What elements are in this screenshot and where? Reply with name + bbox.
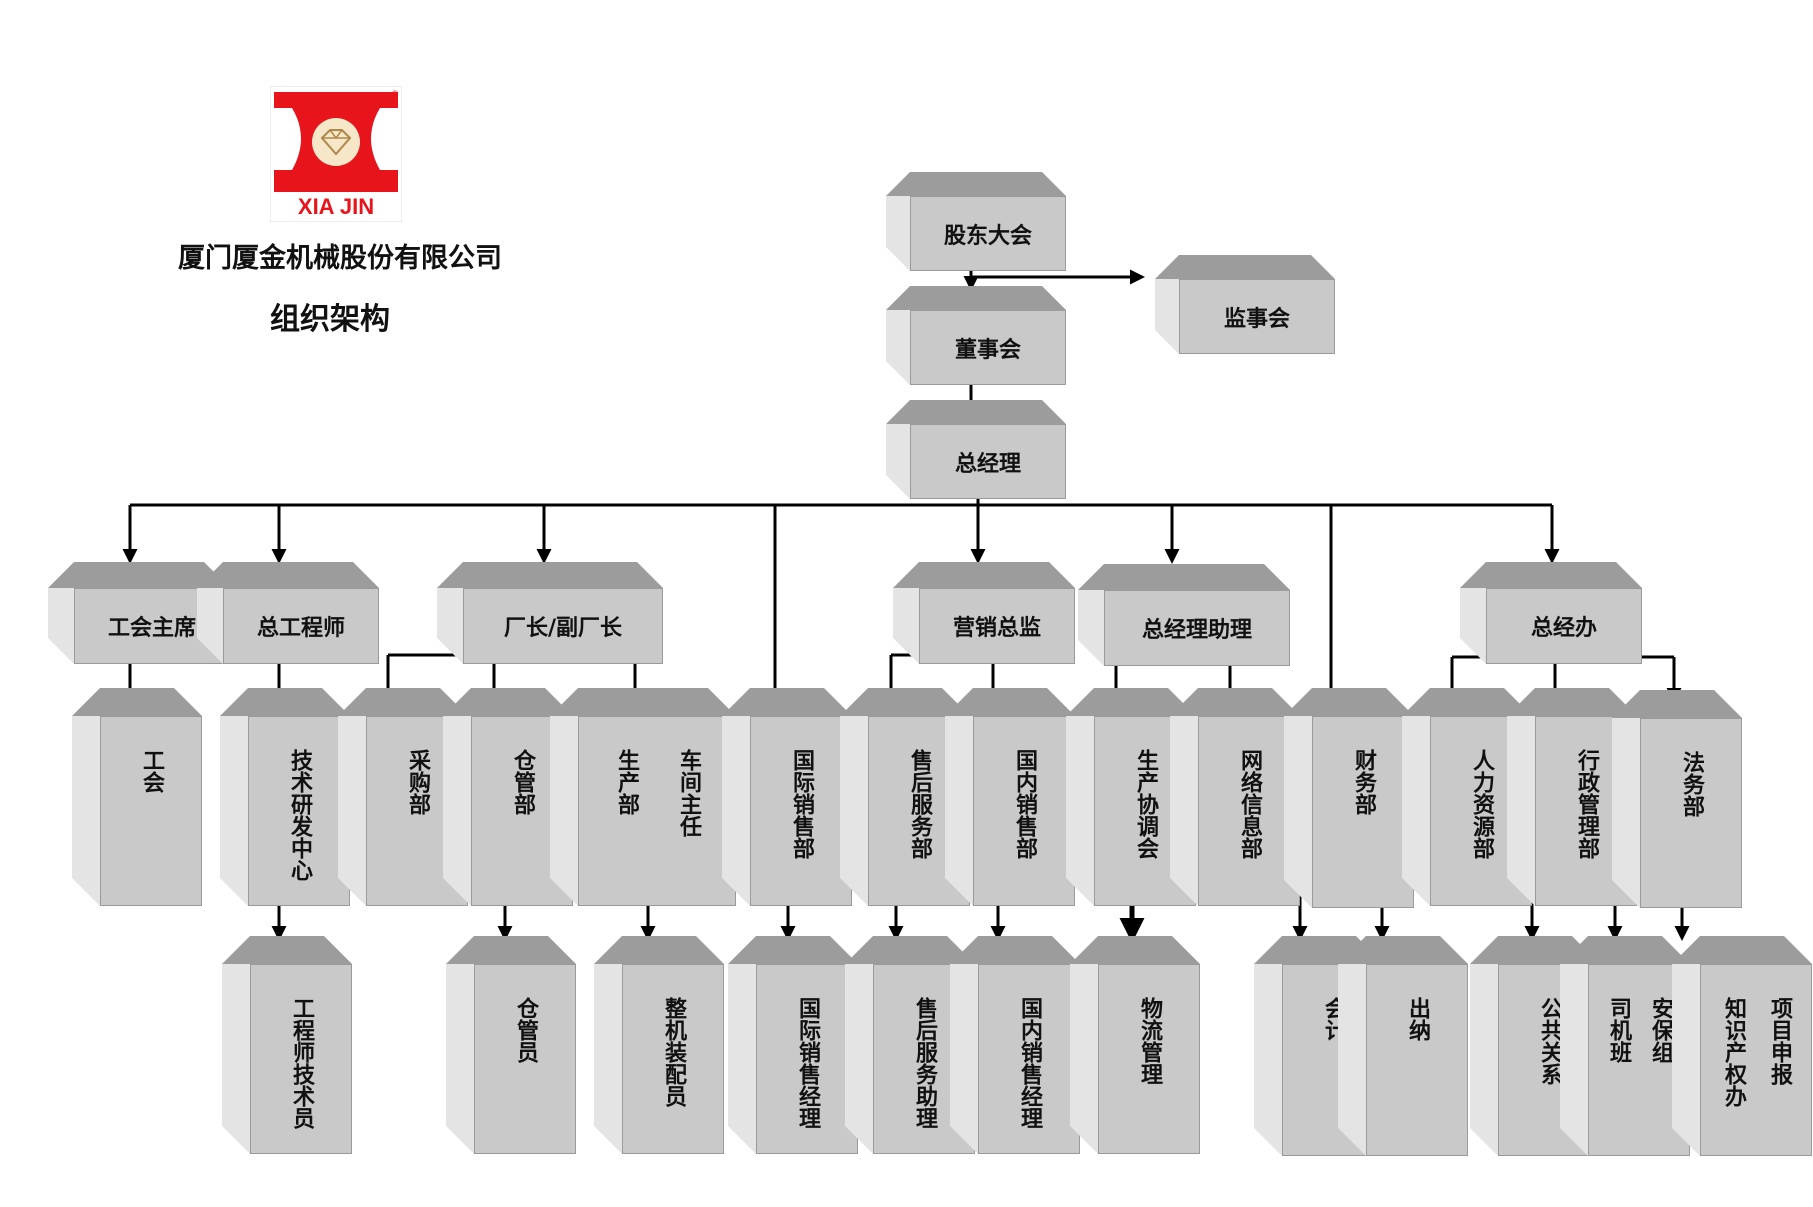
box-rd-center: 技术研发中心 [220, 688, 350, 906]
box-label: 股东大会 [943, 223, 1032, 249]
box-label: 物流管理 [1137, 997, 1162, 1085]
box-label: 生产协调会 [1133, 749, 1158, 859]
box-label-project-filing: 项目申报 [1767, 997, 1792, 1085]
box-label: 国际销售经理 [795, 997, 820, 1129]
logo-text: XIA JIN [298, 194, 374, 219]
box-network-info: 网络信息部 [1170, 688, 1300, 906]
company-name: 厦门厦金机械股份有限公司 [178, 243, 502, 274]
box-label: 厂长/副厂长 [503, 616, 623, 641]
box-label: 仓管部 [510, 749, 535, 815]
box-label: 法务部 [1679, 751, 1704, 817]
box-label-driver-team: 司机班 [1606, 997, 1631, 1063]
box-logistics: 物流管理 [1070, 936, 1200, 1154]
box-label: 工程师技术员 [289, 997, 314, 1129]
box-label-ip-office: 知识产权办 [1721, 997, 1746, 1107]
box-finance: 财务部 [1284, 688, 1414, 908]
box-chief-engineer: 总工程师 [197, 562, 379, 664]
box-security: 司机班 安保组 [1560, 936, 1690, 1156]
box-label: 采购部 [405, 749, 430, 815]
box-shareholders: 股东大会 [886, 172, 1066, 271]
box-label-security-team: 安保组 [1648, 997, 1673, 1063]
box-label: 国内销售经理 [1017, 997, 1042, 1129]
box-label: 总经理 [954, 451, 1021, 477]
box-label: 监事会 [1223, 306, 1290, 332]
box-gm-office: 总经办 [1460, 562, 1642, 664]
box-label: 国内销售部 [1012, 749, 1037, 859]
box-label: 财务部 [1351, 749, 1376, 815]
box-intl-sales-dept: 国际销售部 [722, 688, 852, 906]
box-label: 总经办 [1530, 616, 1597, 641]
box-domestic-sales-dept: 国内销售部 [945, 688, 1075, 906]
box-label-workshop-head: 车间主任 [676, 749, 701, 837]
box-production: 生产部 车间主任 [550, 688, 736, 906]
box-ip: 知识产权办 项目申报 [1672, 936, 1812, 1156]
box-label: 整机装配员 [661, 997, 686, 1107]
box-label: 售后服务助理 [912, 997, 937, 1129]
box-cashier: 出纳 [1338, 936, 1468, 1156]
box-gm-assistant: 总经理助理 [1078, 564, 1290, 666]
box-label: 董事会 [954, 337, 1021, 363]
box-label: 总经理助理 [1141, 618, 1252, 643]
box-label: 工会 [139, 749, 164, 793]
page-subtitle: 组织架构 [270, 302, 390, 337]
box-warehouse-keeper: 仓管员 [446, 936, 576, 1154]
box-intl-sales-mgr: 国际销售经理 [728, 936, 858, 1154]
box-label: 总工程师 [256, 616, 345, 641]
box-label-production: 生产部 [614, 749, 639, 815]
box-label: 行政管理部 [1574, 749, 1599, 859]
box-factory-director: 厂长/副厂长 [437, 562, 663, 664]
xiajin-logo: XIA JIN ® [270, 86, 402, 222]
box-label: 营销总监 [952, 616, 1041, 641]
box-supervisors: 监事会 [1155, 255, 1335, 354]
box-label: 国际销售部 [789, 749, 814, 859]
box-union: 工会 [72, 688, 202, 906]
box-label: 人力资源部 [1469, 749, 1494, 859]
box-label: 网络信息部 [1237, 749, 1262, 859]
logo-registered-mark: ® [392, 89, 398, 98]
box-label: 出纳 [1405, 997, 1430, 1041]
box-engineer-tech: 工程师技术员 [222, 936, 352, 1154]
box-label: 售后服务部 [907, 749, 932, 859]
box-label: 仓管员 [513, 997, 538, 1063]
box-label: 技术研发中心 [287, 749, 312, 881]
box-gm: 总经理 [886, 400, 1066, 499]
box-board: 董事会 [886, 286, 1066, 385]
box-domestic-sales-mgr: 国内销售经理 [950, 936, 1080, 1154]
box-assembler: 整机装配员 [594, 936, 724, 1154]
box-legal: 法务部 [1612, 690, 1742, 908]
box-marketing-director: 营销总监 [893, 562, 1075, 664]
box-label: 工会主席 [107, 616, 196, 641]
box-label: 公共关系 [1537, 997, 1562, 1085]
